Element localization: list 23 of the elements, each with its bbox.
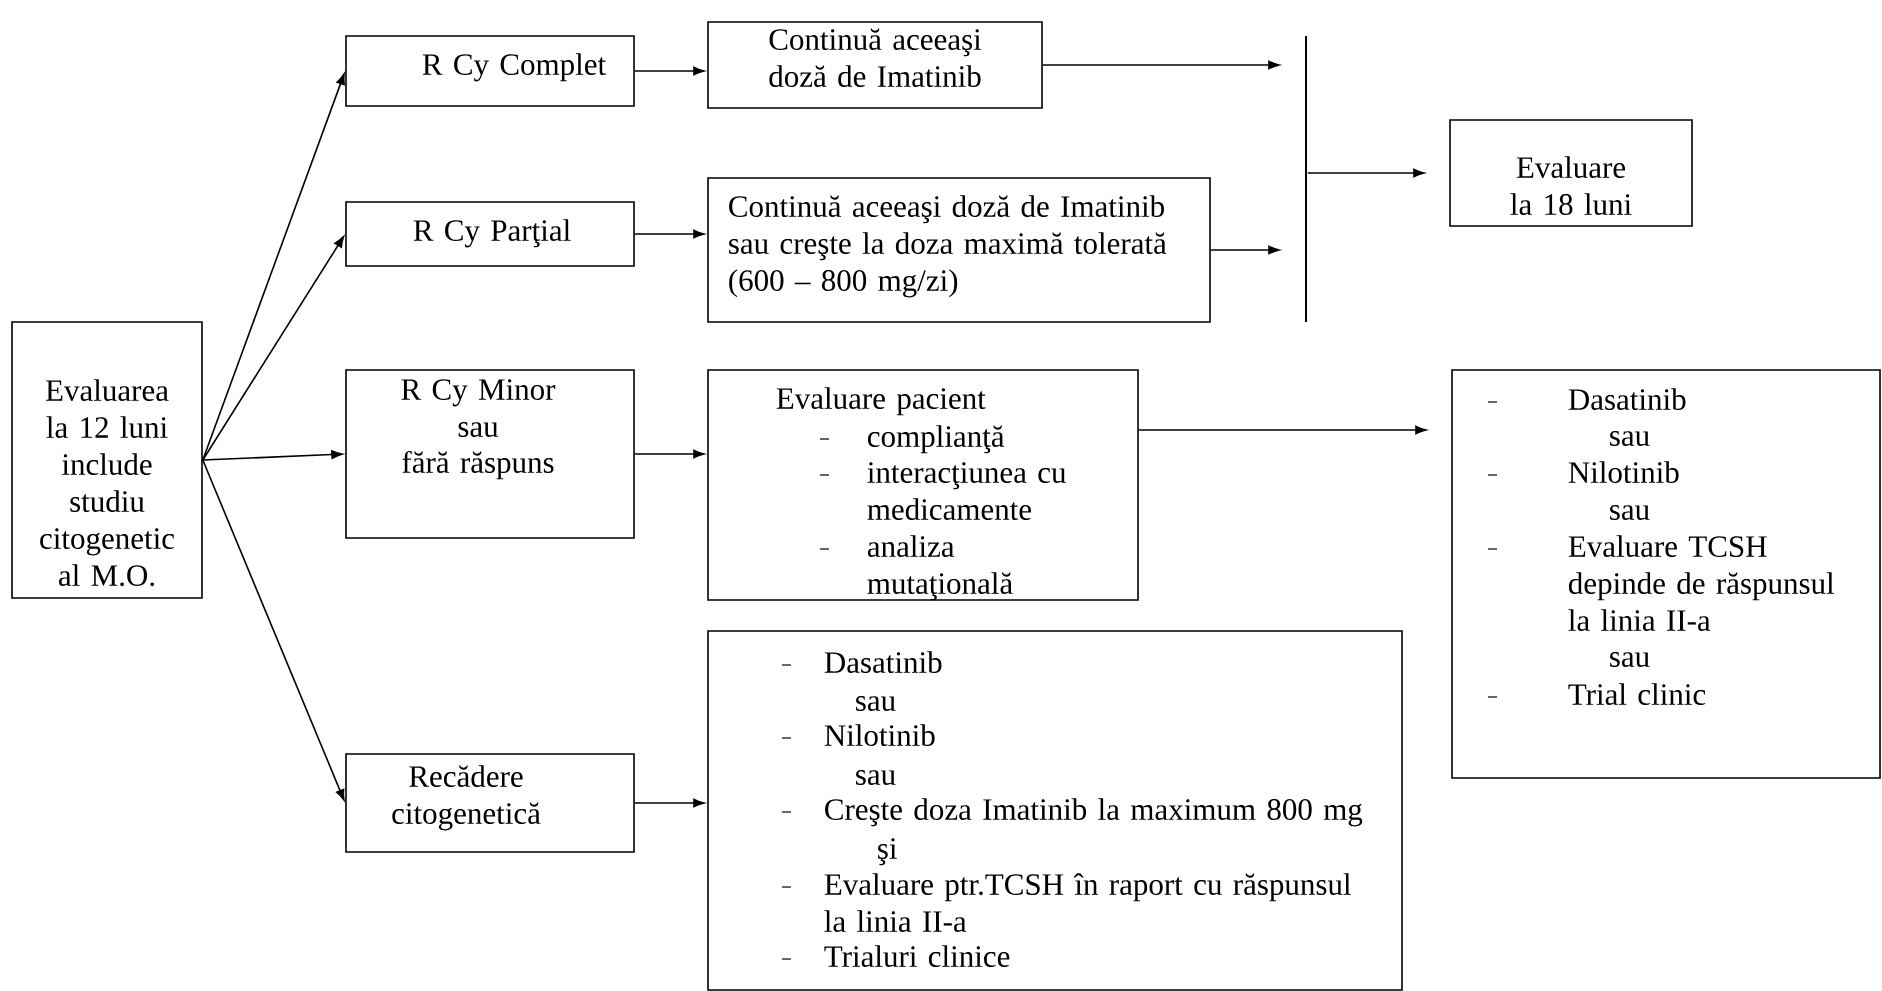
process-box: Recădere citogenetică [345,753,635,853]
arrow [1210,245,1280,255]
arrow [202,459,345,801]
arrow [202,450,343,461]
process-box: Evaluare pacient complianţă interacţiunea cu medicamente analiza mutaţională [707,369,1139,601]
arrow [634,449,705,459]
process-box: Dasatinib sau Nilotinib sau Creşte doza Imatinib la maximum 800 mg şi Evaluare ptr.TCSH în raport cu răspunsul la linia II-a Trialuri clinice [707,630,1403,991]
process-box: Evaluarea la 12 luni include studiu citogenetic al M.O. [11,321,203,599]
process-box: R Cy Minor sau fără răspuns [345,369,635,539]
process-box: Continuă aceeaşi doză de Imatinib sau creşte la doza maximă tolerată (600 – 800 mg/zi) [707,177,1211,323]
process-box: Continuă aceeaşi doză de Imatinib [707,21,1043,109]
process-box: Dasatinib sau Nilotinib sau Evaluare TCSH depinde de răspunsul la linia II-a sau Trial clinic [1451,369,1881,779]
arrow [202,236,345,461]
process-box: R Cy Complet [345,35,635,107]
arrow [634,229,705,239]
arrow [634,66,705,76]
arrow [634,798,705,808]
arrow [1138,425,1427,435]
process-box: Evaluare la 18 luni [1449,119,1693,227]
arrow [202,73,345,461]
arrow [1307,168,1425,178]
arrow [1042,60,1280,70]
process-box: R Cy Parţial [345,201,635,267]
